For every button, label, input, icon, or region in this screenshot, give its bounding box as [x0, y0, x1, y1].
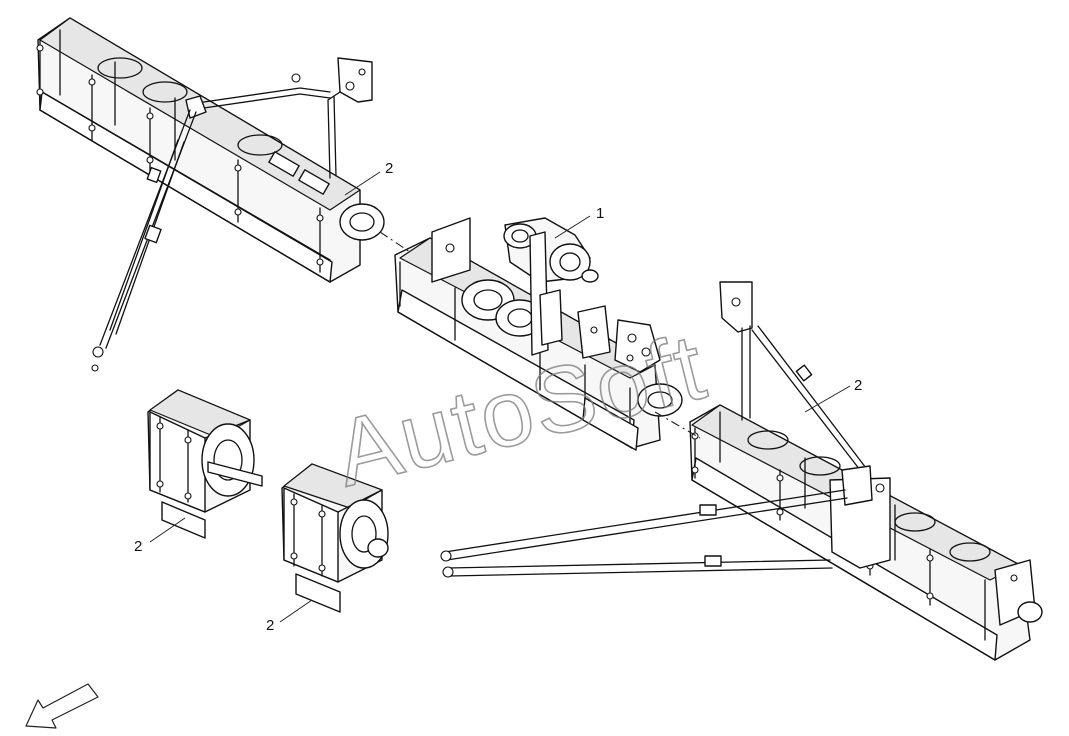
callout-label-1: 1 — [596, 205, 604, 222]
callout-leaders — [149, 171, 851, 623]
front-arrow-icon — [25, 683, 99, 729]
callout-label-2-right: 2 — [854, 377, 862, 394]
left-auger-section — [36, 17, 385, 372]
center-drive-section — [394, 217, 683, 451]
right-auger-section — [440, 281, 1043, 661]
callout-label-2-left: 2 — [385, 160, 393, 177]
callout-label-2-section-b: 2 — [266, 617, 274, 634]
end-section-a — [147, 389, 263, 539]
callout-label-2-section-a: 2 — [134, 538, 142, 555]
alignment-lines — [379, 231, 701, 439]
end-section-b — [281, 463, 389, 613]
